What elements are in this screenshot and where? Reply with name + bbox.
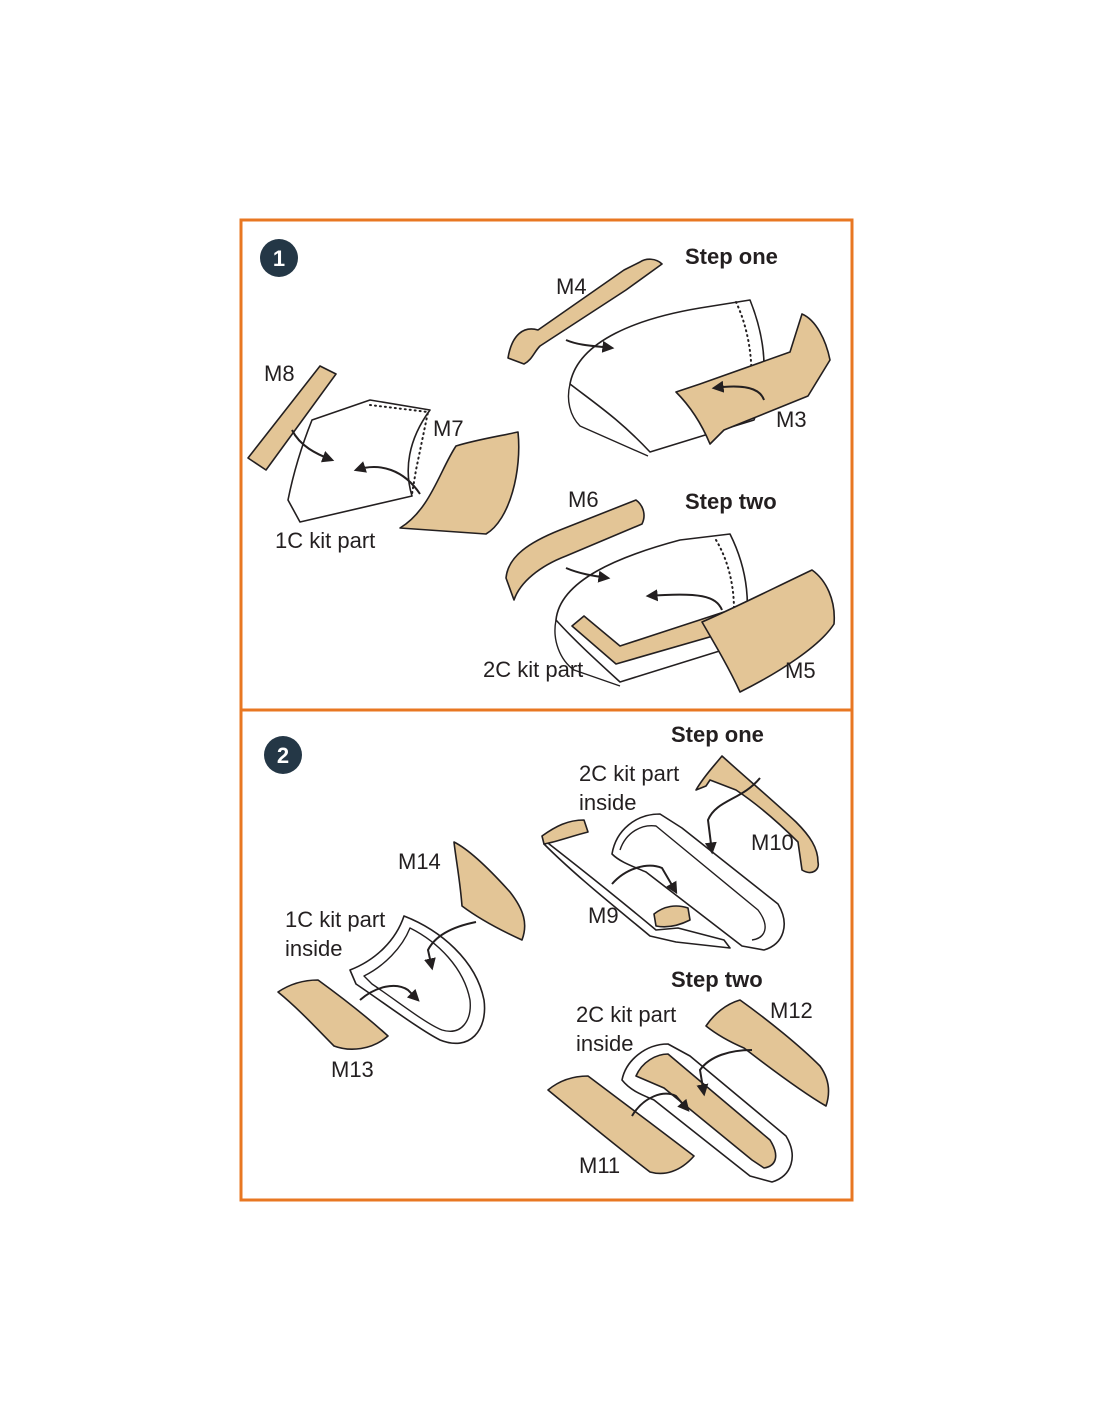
panel-2-step-one-heading: Step one <box>671 722 764 747</box>
canopy-2c-step-two <box>505 499 836 693</box>
mask-m3 <box>675 313 831 445</box>
label-m10: M10 <box>751 830 794 855</box>
canopy-2c-inside-step-two <box>547 999 830 1183</box>
kit-part-2c-inside-step-one-rail <box>543 839 731 949</box>
kit-part-1c-inside-frame <box>363 927 471 1032</box>
kit-part-1c-rivets <box>369 404 430 495</box>
label-1c-kit-part: 1C kit part <box>275 528 375 553</box>
arrow-m11 <box>631 1092 690 1117</box>
arrow-m10 <box>704 777 761 855</box>
step-badge-1 <box>260 239 298 277</box>
mask-m6 <box>505 499 645 601</box>
label-2c-inside-step-one: inside <box>579 790 636 815</box>
arrow-m9 <box>611 864 678 895</box>
mask-m9-right <box>653 905 691 928</box>
canopy-2c-step-one <box>507 258 831 457</box>
label-m4: M4 <box>556 274 587 299</box>
kit-part-2c-inside-step-one <box>611 813 785 951</box>
kit-part-2c-inside-step-two-mask <box>635 1053 777 1169</box>
panel-1-step-two-heading: Step two <box>685 489 777 514</box>
kit-part-2c-step-one-frame <box>567 383 649 457</box>
label-m11: M11 <box>579 1153 620 1178</box>
arrow-m13 <box>359 984 420 1002</box>
mask-m7 <box>399 431 520 535</box>
mask-m14 <box>453 841 526 941</box>
label-1c-inside: inside <box>285 936 342 961</box>
label-m9: M9 <box>588 903 619 928</box>
label-m7: M7 <box>433 416 464 441</box>
label-m14: M14 <box>398 849 441 874</box>
step-number-1: 1 <box>273 246 285 271</box>
arrow-m7 <box>353 461 421 495</box>
kit-part-2c-inside-step-one-frame <box>619 825 766 941</box>
label-2c-kit-part-step-two: 2C kit part <box>576 1002 676 1027</box>
label-1c-kit-part-inside: 1C kit part <box>285 907 385 932</box>
arrow-m14 <box>424 921 477 971</box>
mask-m5 <box>701 569 836 693</box>
mask-m12 <box>705 999 830 1107</box>
mask-m8 <box>247 365 337 471</box>
panel-2-step-two-heading: Step two <box>671 967 763 992</box>
kit-part-2c-step-two-rivets <box>715 539 735 641</box>
arrow-m8 <box>291 429 335 463</box>
label-2c-inside-step-two: inside <box>576 1031 633 1056</box>
mask-m13 <box>277 979 389 1050</box>
mask-m9-left <box>541 819 589 845</box>
canopy-2c-inside-step-one <box>541 755 820 951</box>
arrow-m4 <box>565 339 615 353</box>
label-m12: M12 <box>770 998 813 1023</box>
kit-part-2c-step-two-frame <box>554 619 621 687</box>
canopy-1c-inside-assembly <box>277 841 526 1050</box>
kit-part-1c <box>287 399 431 523</box>
canopy-1c-assembly <box>247 365 520 535</box>
mask-m11 <box>547 1075 695 1175</box>
label-2c-kit-part: 2C kit part <box>483 657 583 682</box>
label-m5: M5 <box>785 658 816 683</box>
mask-m10 <box>695 755 820 874</box>
step-badge-2 <box>264 736 302 774</box>
arrow-m12 <box>696 1049 753 1097</box>
panel-2: 2 Step one Step two M14 1C kit part insi… <box>239 708 854 1202</box>
label-m3: M3 <box>776 407 807 432</box>
mask-m4 <box>507 258 663 365</box>
arrow-m6 <box>565 567 611 583</box>
label-2c-kit-part-step-one: 2C kit part <box>579 761 679 786</box>
arrow-m3 <box>711 380 765 401</box>
panel-1-step-one-heading: Step one <box>685 244 778 269</box>
arrow-m5 <box>645 589 723 611</box>
label-m6: M6 <box>568 487 599 512</box>
panel-1: 1 Step one Step two M8 M7 1C kit part M4… <box>239 218 854 712</box>
label-m8: M8 <box>264 361 295 386</box>
kit-part-1c-inside <box>349 915 486 1045</box>
label-m13: M13 <box>331 1057 374 1082</box>
step-number-2: 2 <box>277 743 289 768</box>
